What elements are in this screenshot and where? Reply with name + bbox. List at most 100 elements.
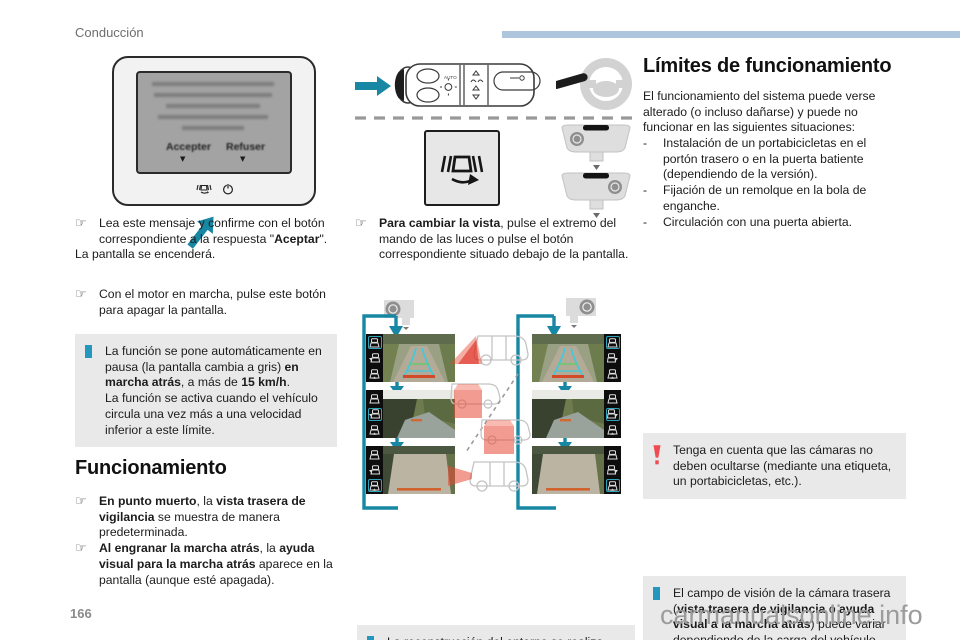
touchscreen-illustration: Accepter Refuser ▼ ▼ <box>112 56 316 249</box>
accept-button-label: Accepter <box>166 141 211 153</box>
instruction-text: Al engranar la marcha atrás, la ayuda vi… <box>99 541 333 587</box>
pointer-hand-icon: ☞ <box>355 216 367 231</box>
instruction-bullet: ☞ Lea este mensaje y confirme con el bot… <box>75 216 333 247</box>
stalk-pointer-arrow-icon <box>355 76 391 96</box>
pointer-hand-icon: ☞ <box>75 287 87 303</box>
touchscreen-display: Accepter Refuser ▼ ▼ <box>136 71 292 174</box>
page-number: 166 <box>70 606 92 621</box>
rear-view-icon <box>367 336 382 349</box>
vehicle-rhd-icon <box>561 172 631 218</box>
pointer-hand-icon: ☞ <box>75 216 87 231</box>
dash-bullet: - <box>643 136 648 150</box>
camera-view-guidelines <box>532 334 604 382</box>
camera-view-sidebar <box>604 390 621 438</box>
header-rule <box>502 31 960 38</box>
top-view-icon <box>606 423 620 436</box>
dash-bullet: - <box>643 214 648 229</box>
info-box-field-of-view: El campo de visión de la cámara trasera … <box>643 576 906 640</box>
top-view-icon <box>605 479 620 492</box>
blurred-message-line <box>154 93 272 97</box>
stalk-auto-label: AUTO <box>444 75 457 80</box>
view-change-button-icon <box>196 184 212 194</box>
blurred-message-line <box>158 115 268 119</box>
side-view-icon <box>367 407 382 421</box>
instruction-text: Con el motor en marcha, pulse este botón… <box>99 287 326 317</box>
info-icon <box>653 587 660 600</box>
camera-view-sidebar <box>366 390 383 438</box>
rear-view-icon <box>606 448 620 461</box>
info-icon <box>367 636 374 640</box>
instruction-bullet: ☞ Para cambiar la vista, pulse el extrem… <box>355 216 635 263</box>
blurred-message-line <box>152 82 274 86</box>
funcionamiento-bullets: ☞ En punto muerto, la vista trasera de v… <box>75 494 337 588</box>
top-view-icon <box>368 367 382 380</box>
instruction-bullet: ☞ Con el motor en marcha, pulse este bot… <box>75 287 333 318</box>
pointer-arrow-icon <box>187 216 214 249</box>
blurred-message-line <box>182 126 244 130</box>
instruction-text: En punto muerto, la vista trasera de vig… <box>99 494 306 540</box>
dashed-divider <box>355 116 640 120</box>
info-text: La función se pone automáticamente en pa… <box>105 344 322 437</box>
list-item: - Circulación con una puerta abierta. <box>643 215 899 231</box>
warning-text: Tenga en cuenta que las cámaras no deben… <box>673 443 892 489</box>
steering-position-left-icon <box>384 300 414 330</box>
watermark: carmanualsonline.info <box>660 600 923 630</box>
side-view-icon <box>605 407 620 421</box>
blurred-message-line <box>166 104 260 108</box>
instruction-text: La pantalla se encenderá. <box>75 247 216 262</box>
info-text: La reconstrucción del entorno se realiza… <box>387 635 627 640</box>
steering-position-right-icon <box>566 298 596 328</box>
instruction-text: Lea este mensaje y confirme con el botón… <box>99 216 328 246</box>
camera-coverage-illustration <box>448 335 531 492</box>
limits-intro: El funcionamiento del sistema puede vers… <box>643 89 876 135</box>
list-item: - Fijación de un remolque en la bola de … <box>643 183 899 214</box>
refuse-arrow-icon: ▼ <box>240 155 246 163</box>
list-item-text: Fijación de un remolque en la bola de en… <box>663 183 867 213</box>
heading-funcionamiento: Funcionamiento <box>75 457 227 479</box>
camera-view-sidebar <box>604 446 621 494</box>
view-change-button-illustration <box>424 130 500 206</box>
warning-box-cameras: Tenga en cuenta que las cámaras no deben… <box>643 433 906 499</box>
camera-view-sidebar <box>366 334 383 382</box>
side-view-icon <box>606 464 620 477</box>
instruction-text: Para cambiar la vista, pulse el extremo … <box>379 216 629 262</box>
top-view-icon <box>368 423 382 436</box>
light-stalk-illustration: AUTO <box>394 63 541 107</box>
limits-list: - Instalación de un portabicicletas en e… <box>643 136 899 230</box>
info-box-reconstruction: La reconstrucción del entorno se realiza… <box>357 625 635 640</box>
warning-icon <box>653 444 661 466</box>
left-column-text: ☞ Lea este mensaje y confirme con el bot… <box>75 216 333 319</box>
heading-limites: Límites de funcionamiento <box>643 55 892 77</box>
rear-view-icon <box>368 448 382 461</box>
camera-view-guidelines <box>383 334 455 382</box>
camera-view-topdown <box>383 446 455 494</box>
rear-view-icon <box>606 392 620 405</box>
side-view-icon <box>368 464 382 477</box>
side-view-icon <box>606 352 620 365</box>
steering-wheel-illustration <box>556 58 632 110</box>
camera-view-wide <box>532 390 604 438</box>
camera-view-sidebar <box>366 446 383 494</box>
touchscreen-bezel: Accepter Refuser ▼ ▼ <box>112 56 316 206</box>
rear-view-icon <box>605 336 620 349</box>
middle-column-text: ☞ Para cambiar la vista, pulse el extrem… <box>355 216 635 263</box>
list-item-text: Instalación de un portabicicletas en el … <box>663 136 867 182</box>
info-text: El campo de visión de la cámara trasera … <box>673 586 891 640</box>
power-button-icon <box>222 183 234 195</box>
top-view-icon <box>606 367 620 380</box>
instruction-bullet: ☞ Al engranar la marcha atrás, la ayuda … <box>75 541 337 588</box>
side-view-icon <box>368 352 382 365</box>
info-box-auto-pause: La función se pone automáticamente en pa… <box>75 334 337 447</box>
vehicle-lhd-icon <box>561 124 631 170</box>
top-view-icon <box>367 479 382 492</box>
view-cycle-bracket-left <box>362 314 403 510</box>
view-change-icon <box>440 155 484 185</box>
camera-view-wide <box>383 390 455 438</box>
list-item: - Instalación de un portabicicletas en e… <box>643 136 899 183</box>
info-icon <box>85 345 92 358</box>
pointer-hand-icon: ☞ <box>75 494 87 509</box>
dash-bullet: - <box>643 183 648 198</box>
rear-view-icon <box>368 392 382 405</box>
pointer-hand-icon: ☞ <box>75 541 87 557</box>
